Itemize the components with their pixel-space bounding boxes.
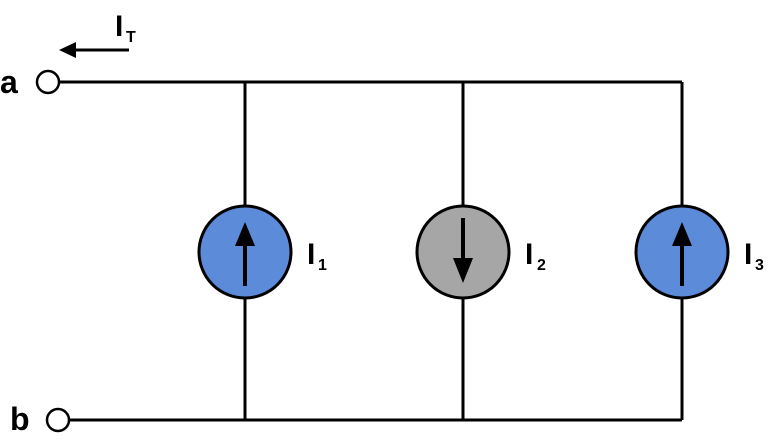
- source-1-main-label: I: [307, 238, 315, 271]
- source-2-subscript-label: 2: [537, 257, 546, 274]
- terminal-b-label: b: [10, 401, 30, 437]
- source-1-arrow-head: [235, 222, 255, 246]
- source-3-main-label: I: [744, 238, 752, 271]
- total-current-subscript-label: T: [126, 29, 136, 46]
- terminal-a-label: a: [0, 64, 18, 100]
- source-2-arrow-head: [453, 258, 473, 283]
- terminal-b-node: [45, 407, 71, 433]
- source-3-subscript-label: 3: [755, 257, 764, 274]
- terminal-a-node: [35, 69, 61, 95]
- source-3-arrow-head: [672, 222, 692, 246]
- source-1-subscript-label: 1: [318, 257, 327, 274]
- total-current-arrow-head: [59, 42, 76, 58]
- total-current-main-label: I: [115, 10, 123, 43]
- source-2-main-label: I: [525, 238, 533, 271]
